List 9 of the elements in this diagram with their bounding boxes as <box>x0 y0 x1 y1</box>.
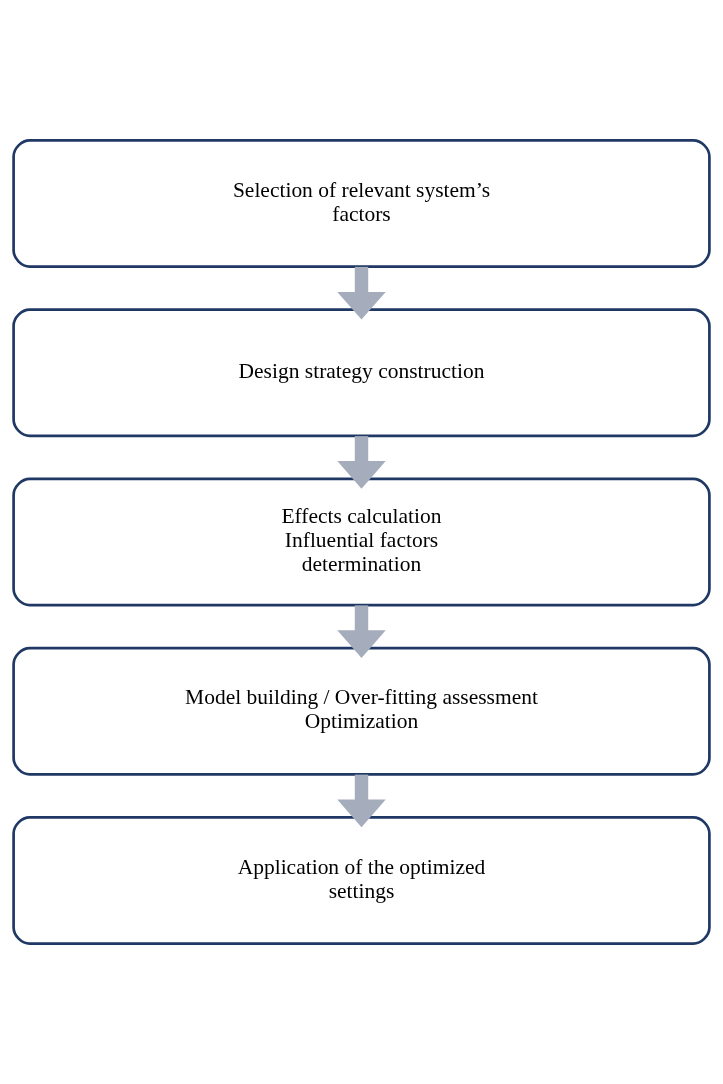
node-box: Application of the optimized settings <box>12 816 711 945</box>
node-box: Effects calculation Influential factors determination <box>12 477 711 607</box>
node-box: Design strategy construction <box>12 308 711 438</box>
arrow <box>337 774 386 828</box>
arrow <box>337 436 386 489</box>
node-box: Model building / Over-fitting assessment Optimization <box>12 646 711 776</box>
node-box: Selection of relevant system’s factors <box>12 139 711 268</box>
arrow <box>337 605 386 659</box>
arrow <box>337 266 386 320</box>
